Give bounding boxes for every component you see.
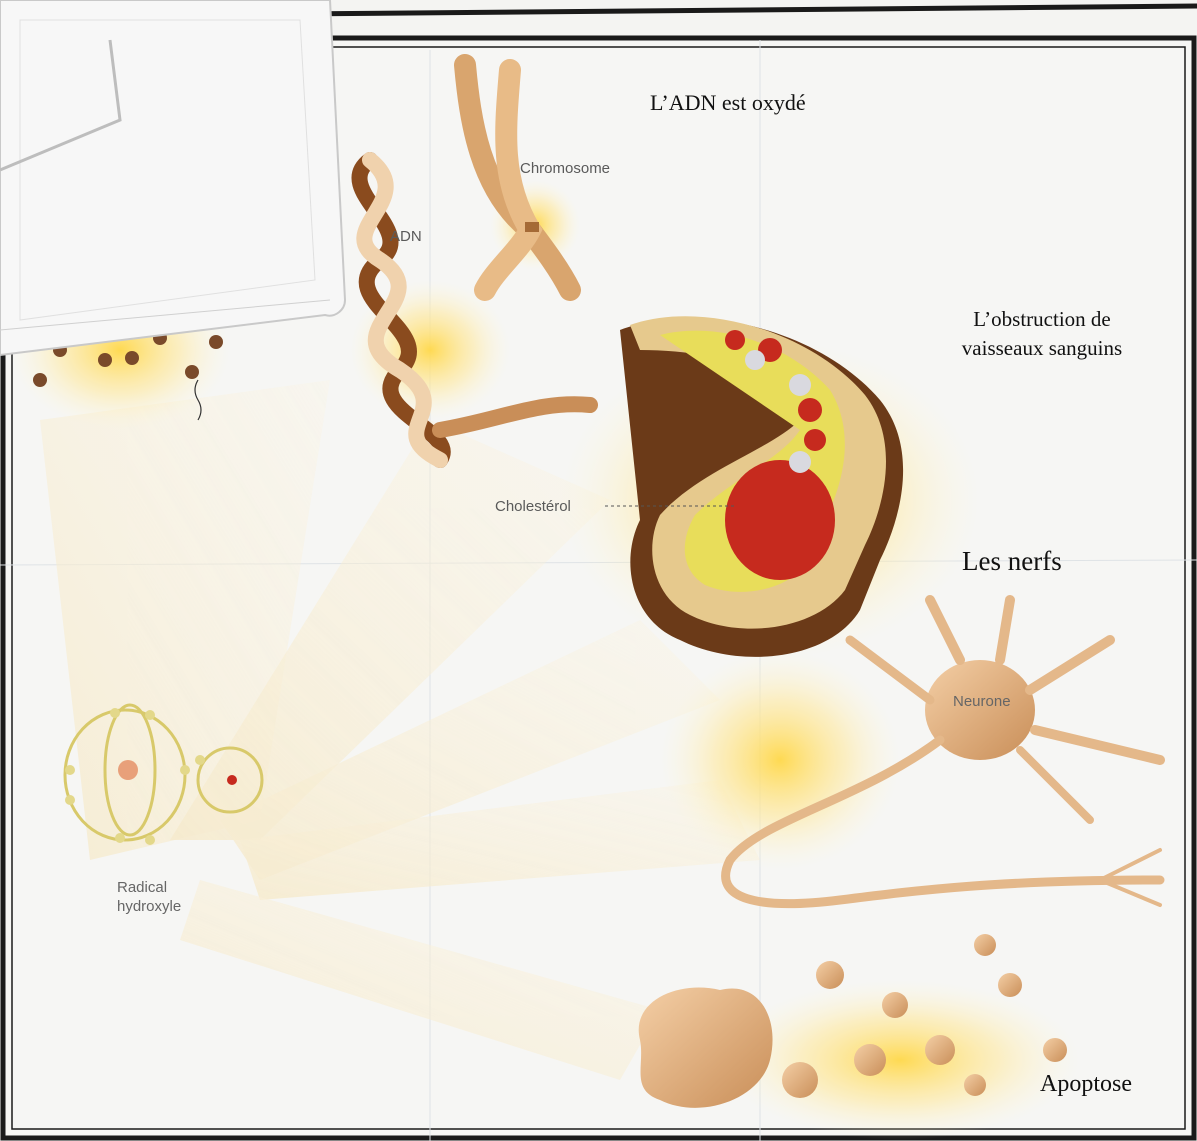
hydroxyl-radical-line2: hydroxyle — [117, 897, 181, 916]
apoptosis-heading: Apoptose — [1040, 1071, 1132, 1098]
dna-oxidized-heading: L’ADN est oxydé — [650, 90, 806, 116]
vessel-obstruction-heading: L’obstruction de vaisseaux sanguins — [942, 305, 1142, 363]
dna-label: ADN — [390, 228, 422, 245]
vessel-obstruction-line2: vaisseaux sanguins — [942, 334, 1142, 363]
cholesterol-label: Cholestérol — [495, 498, 571, 515]
hydroxyl-radical-label: Radical hydroxyle — [117, 878, 181, 916]
chromosome-label: Chromosome — [520, 160, 610, 177]
folded-page-corner — [0, 0, 345, 355]
neuron-label: Neurone — [953, 693, 1011, 710]
nerves-heading: Les nerfs — [962, 546, 1062, 577]
hydroxyl-radical-line1: Radical — [117, 878, 181, 897]
vessel-obstruction-line1: L’obstruction de — [942, 305, 1142, 334]
